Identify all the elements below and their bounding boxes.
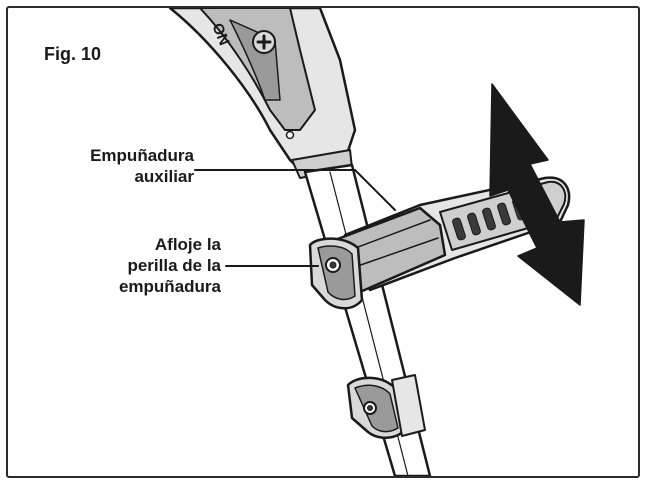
callout-line: Afloje la [154, 235, 221, 254]
callout-leaders [194, 169, 396, 267]
handle-knob-lower [346, 374, 426, 439]
callout-line: auxiliar [134, 167, 194, 186]
double-headed-arrow-icon [489, 83, 585, 306]
plus-button [252, 30, 276, 54]
callout-line: Empuñadura [90, 146, 194, 165]
upper-housing [168, 8, 357, 179]
callout-auxiliary-handle: Empuñadura auxiliar [38, 145, 194, 187]
callout-line: empuñadura [118, 277, 221, 296]
figure-label: Fig. 10 [44, 44, 102, 64]
leader-auxiliary-handle [194, 169, 396, 211]
handle-knob-upper [308, 237, 364, 310]
callout-loosen-knob: Afloje la perilla de la empuñadura [60, 234, 221, 297]
figure-frame [6, 6, 640, 478]
callout-line: perilla de la [127, 256, 221, 275]
